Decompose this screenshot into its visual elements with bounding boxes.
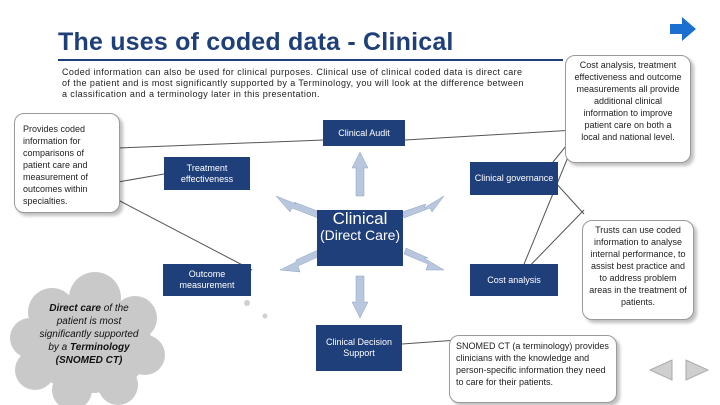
- connector-line: [117, 139, 325, 149]
- radial-arrow-up: [351, 151, 369, 197]
- radial-arrow-down: [351, 275, 369, 319]
- box-cost-analysis: Cost analysis: [470, 264, 558, 296]
- radial-arrow-upper-left: [275, 195, 321, 219]
- callout-bottom: SNOMED CT (a terminology) provides clini…: [449, 335, 617, 403]
- connector-line: [117, 173, 165, 183]
- box-outcome-measurement: Outcome measurement: [163, 264, 251, 296]
- cloud-text-middle: of the patient is most significantly sup…: [39, 303, 139, 353]
- connector-line: [519, 139, 576, 275]
- box-treatment-effectiveness: Treatment effectiveness: [164, 157, 250, 190]
- cloud-text: Direct care of the patient is most signi…: [34, 302, 144, 367]
- connector-line: [117, 199, 253, 271]
- cloud-text-term: Terminology: [70, 342, 130, 353]
- bubble-dot: [262, 313, 268, 319]
- connector-line: [404, 129, 576, 141]
- callout-right: Trusts can use coded information to anal…: [582, 220, 694, 320]
- radial-arrow-upper-right: [401, 195, 445, 219]
- callout-left: Provides coded information for compariso…: [14, 113, 120, 213]
- cloud-text-suffix: (SNOMED CT): [55, 355, 123, 366]
- radial-arrow-lower-right: [403, 247, 445, 271]
- next-triangle-icon[interactable]: [682, 358, 712, 382]
- next-arrow-icon[interactable]: [668, 15, 698, 43]
- previous-triangle-icon[interactable]: [646, 358, 676, 382]
- center-title: Clinical: [332, 209, 388, 228]
- center-subtitle: (Direct Care): [319, 227, 401, 243]
- callout-top-right: Cost analysis, treatment effectiveness a…: [565, 55, 691, 163]
- radial-arrow-lower-left: [279, 249, 321, 273]
- box-clinical-governance: Clinical governance: [470, 162, 558, 195]
- intro-text: Coded information can also be used for c…: [62, 67, 524, 99]
- cloud-shape: [10, 272, 165, 405]
- connector-line: [401, 339, 459, 345]
- box-clinical-decision-support: Clinical Decision Support: [316, 325, 402, 371]
- bubble-dot: [244, 300, 250, 306]
- center-clinical-direct-care: Clinical (Direct Care): [317, 210, 403, 266]
- box-clinical-audit: Clinical Audit: [323, 120, 405, 146]
- page-title: The uses of coded data - Clinical: [58, 28, 454, 56]
- cloud-text-prefix: Direct care: [49, 303, 101, 314]
- title-underline: [58, 59, 563, 61]
